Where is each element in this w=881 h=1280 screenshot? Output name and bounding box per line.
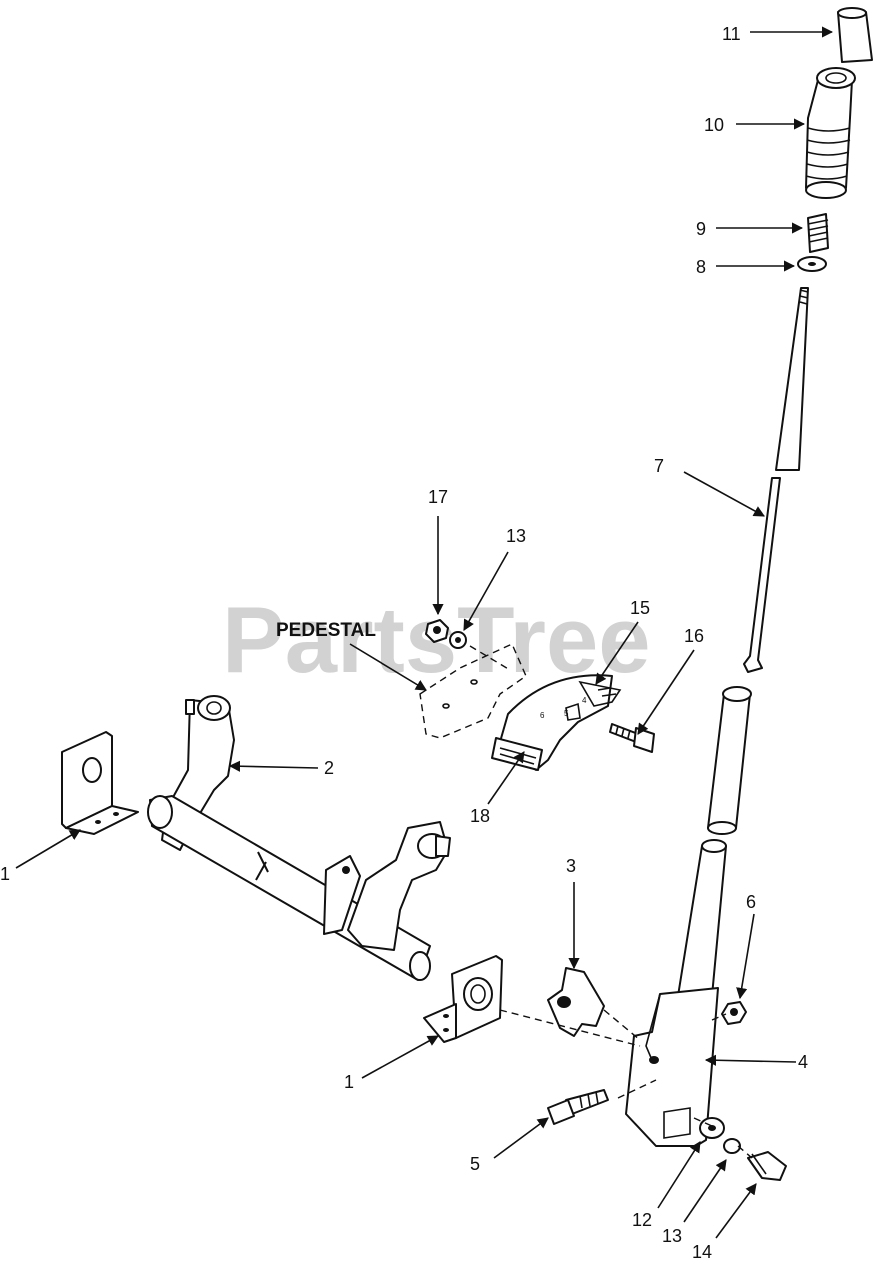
callout-15[interactable]: 15 bbox=[630, 598, 650, 618]
callout-1-left[interactable]: 1 bbox=[0, 864, 10, 884]
part-9-spring[interactable] bbox=[807, 213, 829, 253]
callout-16[interactable]: 16 bbox=[684, 626, 704, 646]
part-6-nut[interactable] bbox=[721, 1001, 747, 1025]
callout-1-right[interactable]: 1 bbox=[344, 1072, 354, 1092]
part-13-lockwasher-upper[interactable] bbox=[449, 631, 467, 649]
part-4-lever[interactable] bbox=[625, 686, 752, 1147]
part-10-knob-grip[interactable] bbox=[805, 67, 856, 199]
callout-13-upper[interactable]: 13 bbox=[506, 526, 526, 546]
part-1-bracket-right[interactable] bbox=[423, 955, 503, 1043]
callout-4[interactable]: 4 bbox=[798, 1052, 808, 1072]
leader-lines bbox=[15, 26, 834, 1239]
part-7-rod[interactable] bbox=[743, 287, 809, 673]
callout-6[interactable]: 6 bbox=[746, 892, 756, 912]
callout-10[interactable]: 10 bbox=[704, 115, 724, 135]
pedestal-label: PEDESTAL bbox=[276, 620, 376, 641]
callout-2[interactable]: 2 bbox=[324, 758, 334, 778]
callout-7[interactable]: 7 bbox=[654, 456, 664, 476]
callout-9[interactable]: 9 bbox=[696, 219, 706, 239]
callout-12[interactable]: 12 bbox=[632, 1210, 652, 1230]
part-16-bolt[interactable] bbox=[609, 723, 655, 753]
part-13-lockwasher-lower[interactable] bbox=[723, 1138, 741, 1154]
part-14-screw[interactable] bbox=[747, 1151, 787, 1181]
part-11-cap[interactable] bbox=[837, 7, 873, 63]
part-2-rock-shaft[interactable] bbox=[147, 695, 451, 981]
svg-text:6: 6 bbox=[540, 711, 545, 720]
part-1-bracket-left[interactable] bbox=[61, 731, 139, 835]
scale-marks: 4 bbox=[582, 696, 587, 705]
part-17-nut[interactable] bbox=[425, 619, 449, 643]
callout-8[interactable]: 8 bbox=[696, 257, 706, 277]
callout-18[interactable]: 18 bbox=[470, 806, 490, 826]
callout-13-lower[interactable]: 13 bbox=[662, 1226, 682, 1246]
callout-3[interactable]: 3 bbox=[566, 856, 576, 876]
part-3-wing-knob[interactable] bbox=[547, 967, 605, 1037]
alignment-lines bbox=[469, 645, 753, 1159]
part-8-washer[interactable] bbox=[797, 256, 827, 272]
pedestal-outline bbox=[419, 643, 527, 739]
part-5-bolt[interactable] bbox=[547, 1089, 609, 1125]
part-12-washer[interactable] bbox=[699, 1117, 725, 1139]
callout-17[interactable]: 17 bbox=[428, 487, 448, 507]
callout-11[interactable]: 11 bbox=[722, 24, 741, 44]
callout-14[interactable]: 14 bbox=[692, 1242, 712, 1262]
callout-5[interactable]: 5 bbox=[470, 1154, 480, 1174]
